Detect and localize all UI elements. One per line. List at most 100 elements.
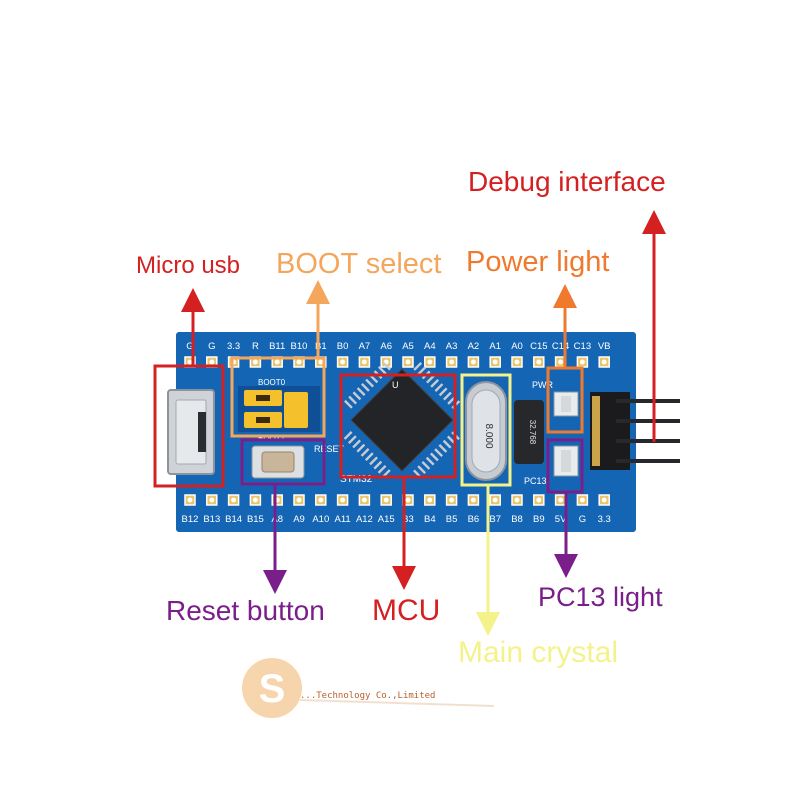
main-crystal-label: Main crystal	[458, 636, 619, 669]
debug-interface-label: Debug interface	[468, 166, 666, 197]
bottom-pin-pad-hole	[449, 497, 455, 503]
chip-lead	[417, 465, 427, 475]
chip-lead	[425, 456, 435, 466]
bottom-pin-pad-hole	[579, 497, 585, 503]
bottom-pin-pad-hole	[427, 497, 433, 503]
bottom-pin-label: B12	[182, 514, 199, 525]
power-led: PWR	[532, 380, 579, 417]
chip-lead	[413, 362, 423, 371]
reset-silk-label: RESET	[314, 444, 345, 454]
bottom-pin-pad-hole	[187, 497, 193, 503]
top-pin-label: A1	[489, 341, 501, 352]
mcu-chip: U STM32	[340, 361, 461, 485]
pc13-silk-label: PC13	[524, 476, 547, 486]
boot-highlight-box	[230, 356, 326, 438]
top-pin-label: B0	[337, 341, 349, 352]
chip-lead	[430, 452, 439, 462]
top-pin-label: B1	[315, 341, 327, 352]
top-pin-label: C13	[574, 341, 591, 352]
bottom-pin-pad-hole	[296, 497, 302, 503]
top-pin-pad-hole	[209, 359, 215, 365]
chip-lead	[438, 444, 448, 453]
chip-lead	[352, 439, 361, 449]
micro-usb-connector	[167, 389, 215, 475]
top-pin-pad-hole	[427, 359, 433, 365]
chip-lead	[417, 366, 427, 376]
bottom-pin-pad-hole	[558, 497, 564, 503]
bottom-pin-label: B3	[402, 514, 414, 525]
top-pin-label: B10	[291, 341, 308, 352]
top-pin-label: B11	[269, 341, 285, 352]
bottom-pin-pad-hole	[318, 497, 324, 503]
top-pin-label: VB	[598, 341, 611, 352]
top-pin-label: A5	[402, 341, 414, 352]
bottom-pin-pad-hole	[209, 497, 215, 503]
chip-lead	[343, 431, 353, 440]
top-pin-pad-hole	[558, 359, 564, 365]
top-pin-label: 3.3	[227, 341, 240, 352]
bottom-pin-pad-hole	[514, 497, 520, 503]
top-pin-pad-hole	[274, 359, 280, 365]
boot-select-label: BOOT select	[276, 248, 442, 280]
usb-highlight-box	[153, 364, 225, 488]
top-pin-pad-hole	[405, 359, 411, 365]
chip-lead	[364, 452, 374, 462]
chip-lead	[344, 399, 353, 409]
chip-lead	[360, 448, 370, 457]
bottom-pin-label: 3.3	[598, 514, 611, 525]
bottom-pin-pad-hole	[470, 497, 476, 503]
top-pin-pad-hole	[449, 359, 455, 365]
bottom-pin-label: B6	[468, 514, 480, 525]
chip-lead	[352, 391, 362, 401]
top-pin-pad-hole	[579, 359, 585, 365]
rtc-crystal-marking: 32.768	[528, 420, 537, 445]
chip-lead	[369, 456, 378, 466]
mcu-label: MCU	[372, 594, 441, 627]
top-pin-label: A0	[511, 341, 523, 352]
chip-lead	[442, 439, 452, 449]
top-pin-pad-hole	[252, 359, 258, 365]
chip-lead	[421, 461, 431, 470]
top-pin-label: A2	[468, 341, 480, 352]
pc13-led: PC13	[524, 445, 579, 486]
bottom-pin-label: A8	[271, 514, 283, 525]
bottom-pin-label: B8	[511, 514, 523, 525]
bottom-pin-label: A12	[356, 514, 373, 525]
bottom-pin-pad-hole	[536, 497, 542, 503]
top-pin-label: C14	[552, 341, 569, 352]
bottom-pin-pad-hole	[252, 497, 258, 503]
chip-lead	[360, 382, 370, 392]
bottom-pin-pads	[184, 494, 610, 506]
boot-jumpers: BOOT0 BOOT1	[238, 378, 320, 443]
micro-usb-label: Micro usb	[136, 252, 241, 279]
bottom-pin-label: B4	[424, 514, 436, 525]
main-crystal: 8.000	[465, 381, 507, 481]
bottom-pin-label: 5V	[555, 514, 567, 525]
bottom-pin-pad-hole	[340, 497, 346, 503]
debug-header	[590, 392, 680, 470]
chip-silk-label: STM32	[340, 474, 373, 485]
top-pin-pad-hole	[296, 359, 302, 365]
crystal-highlight-box	[460, 373, 512, 487]
top-pin-label: A4	[424, 341, 436, 352]
bottom-pin-label: B7	[489, 514, 501, 525]
top-pin-pad-hole	[492, 359, 498, 365]
bottom-pin-label: B5	[446, 514, 458, 525]
chip-lead	[434, 383, 444, 392]
bottom-pin-label: B9	[533, 514, 545, 525]
bottom-pin-pad-hole	[405, 497, 411, 503]
chip-lead	[373, 460, 383, 470]
top-pin-label: G	[186, 341, 193, 352]
bottom-pin-label: A9	[293, 514, 305, 525]
bottom-pin-label: G	[579, 514, 586, 525]
chip-lead	[369, 374, 379, 384]
bottom-pin-pad-hole	[492, 497, 498, 503]
bottom-pin-label: A10	[312, 514, 329, 525]
top-pin-pad-hole	[470, 359, 476, 365]
chip-lead	[348, 395, 358, 405]
chip-lead	[382, 361, 391, 371]
watermark-tagline: ...Technology Co.,Limited	[300, 691, 436, 701]
